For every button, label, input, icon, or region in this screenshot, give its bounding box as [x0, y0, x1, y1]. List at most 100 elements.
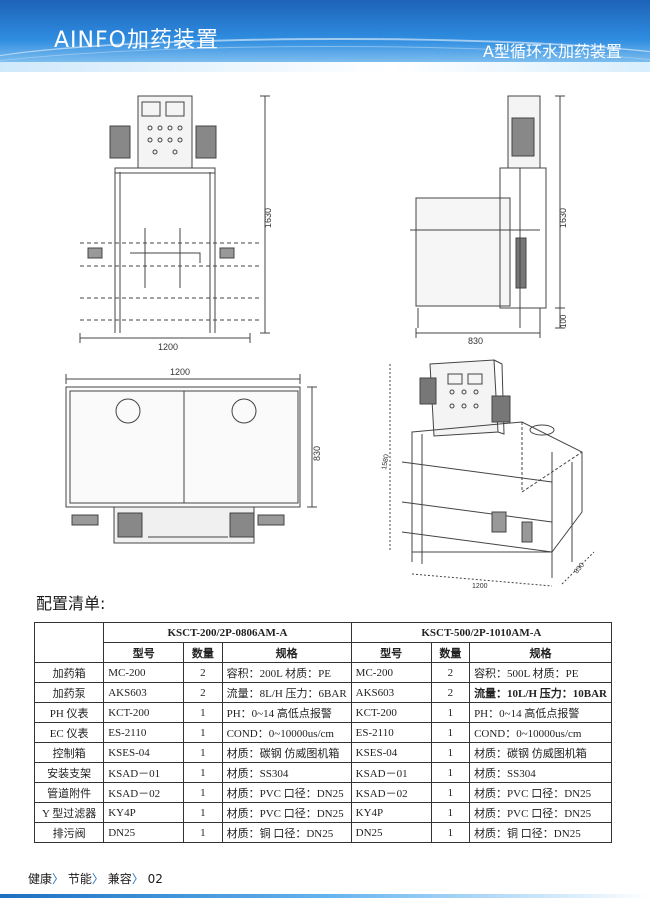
row-spec-b: COND：0~10000us/cm [469, 722, 612, 743]
config-section-title: 配置清单: [36, 594, 106, 613]
row-model-a: MC-200 [103, 662, 185, 683]
header-subtitle: A型循环水加药装置 [483, 42, 622, 61]
iso-height-label: 1580 [381, 454, 391, 471]
row-qty-a: 1 [183, 802, 223, 823]
isometric-view-drawing: 1580 1200 830 [381, 359, 595, 590]
side-width-label: 830 [468, 336, 483, 346]
row-spec-a: 材质：SS304 [221, 762, 352, 783]
row-qty-a: 1 [183, 702, 223, 723]
table-row: EC 仪表 ES-2110 1 COND：0~10000us/cm ES-211… [33, 722, 612, 743]
row-spec-a: PH：0~14 高低点报警 [221, 702, 352, 723]
col-spec-b: 规格 [469, 642, 612, 663]
row-spec-b: PH：0~14 高低点报警 [469, 702, 612, 723]
footer-item-energy: 节能 [67, 872, 92, 886]
row-model-a: KCT-200 [103, 702, 185, 723]
front-width-label: 1200 [158, 342, 178, 352]
row-spec-a: COND：0~10000us/cm [221, 722, 352, 743]
row-model-b: MC-200 [350, 662, 432, 683]
model-a-header: KSCT-200/2P-0806AM-A [103, 622, 352, 643]
page-footer: 健康〉 节能〉 兼容〉 02 [28, 870, 163, 887]
row-category: 加药箱 [33, 662, 105, 683]
row-category: EC 仪表 [33, 722, 105, 743]
table-header-row: KSCT-200/2P-0806AM-A KSCT-500/2P-1010AM-… [33, 622, 613, 663]
row-category: 加药泵 [33, 682, 105, 703]
header-band [0, 62, 650, 72]
row-qty-b: 1 [430, 802, 471, 823]
row-qty-b: 1 [430, 822, 471, 843]
header-wave [0, 46, 650, 72]
config-table: KSCT-200/2P-0806AM-A KSCT-500/2P-1010AM-… [33, 622, 613, 843]
row-spec-b: 流量：10L/H 压力：10BAR [469, 682, 612, 703]
row-category: 排污阀 [33, 822, 105, 843]
row-spec-b: 材质：PVC 口径：DN25 [469, 782, 612, 803]
row-qty-b: 1 [430, 742, 471, 763]
row-spec-a: 材质：碳钢 仿威图机箱 [221, 742, 352, 763]
header-wave [0, 38, 650, 72]
row-category: 管道附件 [33, 782, 105, 803]
row-spec-a: 材质：铜 口径：DN25 [221, 822, 352, 843]
iso-depth-label: 830 [573, 562, 586, 576]
table-row: Y 型过滤器 KY4P 1 材质：PVC 口径：DN25 KY4P 1 材质：P… [33, 802, 612, 823]
row-model-b: KSAD－02 [350, 782, 432, 803]
row-spec-b: 材质：铜 口径：DN25 [469, 822, 612, 843]
page-number: 02 [147, 872, 163, 886]
table-row: PH 仪表 KCT-200 1 PH：0~14 高低点报警 KCT-200 1 … [33, 702, 612, 723]
row-model-b: DN25 [350, 822, 432, 843]
row-qty-b: 1 [430, 722, 471, 743]
row-qty-a: 1 [183, 742, 223, 763]
table-row: 控制箱 KSES-04 1 材质：碳钢 仿威图机箱 KSES-04 1 材质：碳… [33, 742, 612, 763]
row-model-b: KSES-04 [350, 742, 432, 763]
footer-separator: 〉 [91, 872, 104, 886]
row-spec-b: 材质：PVC 口径：DN25 [469, 802, 612, 823]
top-width-label: 1200 [170, 367, 190, 377]
row-spec-a: 材质：PVC 口径：DN25 [221, 802, 352, 823]
page-header: AINFO加药装置 A型循环水加药装置 [0, 0, 650, 72]
col-qty-a: 数量 [183, 642, 223, 663]
row-category: 安装支架 [33, 762, 105, 783]
footer-item-compat: 兼容 [107, 872, 132, 886]
row-qty-a: 1 [183, 782, 223, 803]
row-qty-b: 1 [430, 782, 471, 803]
footer-separator: 〉 [131, 872, 144, 886]
iso-width-label: 1200 [472, 583, 488, 590]
row-spec-a: 材质：PVC 口径：DN25 [221, 782, 352, 803]
row-model-b: KSAD－01 [350, 762, 432, 783]
row-model-a: KSAD－01 [103, 762, 185, 783]
row-qty-b: 1 [430, 762, 471, 783]
row-model-b: KCT-200 [350, 702, 432, 723]
col-qty-b: 数量 [430, 642, 471, 663]
row-spec-a: 容积：200L 材质：PE [221, 662, 352, 683]
table-row: 管道附件 KSAD－02 1 材质：PVC 口径：DN25 KSAD－02 1 … [33, 782, 612, 803]
footer-separator: 〉 [52, 872, 65, 886]
row-model-a: AKS603 [103, 682, 185, 703]
top-view-drawing: 1200 830 [65, 367, 322, 544]
side-view-drawing: 830 1630 100 [410, 95, 568, 346]
row-qty-a: 1 [183, 822, 223, 843]
row-qty-b: 1 [430, 702, 471, 723]
row-model-a: DN25 [103, 822, 185, 843]
row-model-b: KY4P [350, 802, 432, 823]
row-spec-b: 材质：SS304 [469, 762, 612, 783]
side-height-label: 1630 [558, 208, 568, 228]
row-model-a: KSAD－02 [103, 782, 185, 803]
table-row: 加药泵 AKS603 2 流量：8L/H 压力：6BAR AKS603 2 流量… [33, 682, 612, 703]
col-model-a: 型号 [103, 642, 185, 663]
row-model-b: AKS603 [350, 682, 432, 703]
table-row: 加药箱 MC-200 2 容积：200L 材质：PE MC-200 2 容积：5… [33, 662, 612, 683]
top-depth-label: 830 [312, 446, 322, 461]
row-model-a: ES-2110 [103, 722, 185, 743]
col-model-b: 型号 [350, 642, 432, 663]
row-spec-b: 容积：500L 材质：PE [469, 662, 612, 683]
row-qty-a: 1 [183, 762, 223, 783]
row-qty-a: 1 [183, 722, 223, 743]
row-model-b: ES-2110 [350, 722, 432, 743]
row-spec-a: 流量：8L/H 压力：6BAR [221, 682, 352, 703]
front-view-drawing: 1200 1630 [79, 95, 273, 352]
row-qty-a: 2 [183, 682, 223, 703]
table-row: 安装支架 KSAD－01 1 材质：SS304 KSAD－01 1 材质：SS3… [33, 762, 612, 783]
model-b-header: KSCT-500/2P-1010AM-A [350, 622, 613, 643]
row-category: Y 型过滤器 [33, 802, 105, 823]
row-qty-a: 2 [183, 662, 223, 683]
side-base-label: 100 [559, 314, 568, 328]
row-category: 控制箱 [33, 742, 105, 763]
